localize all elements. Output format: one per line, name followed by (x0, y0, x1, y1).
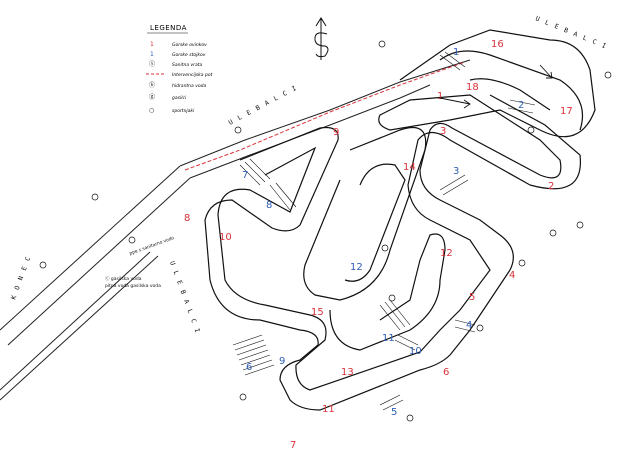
stand-9: 9 (279, 356, 285, 367)
stand-1: 1 (453, 47, 459, 58)
corner-10: 10 (219, 232, 232, 243)
stand-4: 4 (466, 320, 472, 331)
legend-symbol-corner: 1 (150, 41, 154, 48)
legend-symbol-marshals: ○ (149, 107, 154, 114)
north-arrow-icon (314, 17, 329, 60)
stand-3: 3 (453, 166, 459, 177)
legend-symbol-stand: 1 (150, 51, 154, 58)
corner-6: 6 (443, 367, 449, 378)
corner-11: 11 (322, 404, 335, 415)
corner-2: 2 (548, 181, 554, 192)
street-label-upper: U L E B A L C I (227, 84, 298, 127)
legend-item-firefighters: gasilci (172, 95, 187, 101)
legend-item-hydrant: hidrantna voda (172, 83, 206, 89)
grandstands (232, 51, 536, 411)
note-water: ⓒ gasilska voda (105, 275, 142, 282)
stand-11: 11 (382, 333, 395, 344)
note-water-2: pitna voda gasilska voda (105, 283, 161, 289)
stand-2: 2 (518, 100, 524, 111)
street-label-left: U L E B A L C I (168, 260, 202, 335)
marshal-posts (39, 40, 612, 422)
corner-5: 5 (469, 292, 475, 303)
note-points: ppe s sanitarno vodo (129, 235, 176, 257)
stand-7: 7 (242, 170, 248, 181)
corner-16: 16 (491, 39, 504, 50)
corner-15: 15 (311, 307, 324, 318)
corner-numbers: 1 2 3 4 5 6 7 8 9 10 11 12 13 14 15 16 1… (184, 39, 573, 451)
corner-13: 13 (341, 367, 354, 378)
legend-item-marshals: sportnjaki (172, 108, 195, 114)
corner-9: 9 (333, 127, 339, 138)
corner-4: 4 (509, 270, 515, 281)
corner-1: 1 (437, 91, 443, 102)
corner-14: 14 (403, 162, 416, 173)
legend-item-stand: Gorske stojkov (172, 52, 206, 58)
main-road (0, 59, 471, 401)
stand-6: 6 (246, 362, 252, 373)
legend-item-intervention: Intervencijska pot (172, 72, 213, 78)
direction-arrows (439, 64, 553, 109)
stand-numbers: 1 2 3 4 5 6 7 8 9 10 11 12 (242, 47, 524, 418)
stand-8: 8 (266, 200, 272, 211)
legend-item-corner: Gorske ovinkov (172, 42, 207, 48)
legend-title: LEGENDA (150, 24, 187, 32)
corner-3: 3 (440, 126, 446, 137)
intervention-path (184, 61, 466, 171)
legend-symbol-firefighters: ⓖ (149, 93, 155, 101)
stand-12: 12 (350, 262, 363, 273)
corner-18: 18 (466, 82, 479, 93)
race-track (204, 29, 596, 411)
street-label-bottom-left: K O N E C (9, 255, 32, 301)
corner-12: 12 (440, 248, 453, 259)
legend-symbol-hydrant: ⓗ (149, 81, 155, 89)
legend-symbol-sanitary: ⓢ (149, 60, 155, 68)
legend: LEGENDA 1 Gorske ovinkov 1 Gorske stojko… (146, 24, 213, 114)
legend-item-sanitary: Sanitna vrata (172, 62, 203, 68)
stand-5: 5 (391, 407, 397, 418)
corner-8: 8 (184, 213, 190, 224)
corner-17: 17 (560, 106, 573, 117)
corner-7: 7 (290, 440, 296, 451)
stand-10: 10 (409, 346, 422, 357)
